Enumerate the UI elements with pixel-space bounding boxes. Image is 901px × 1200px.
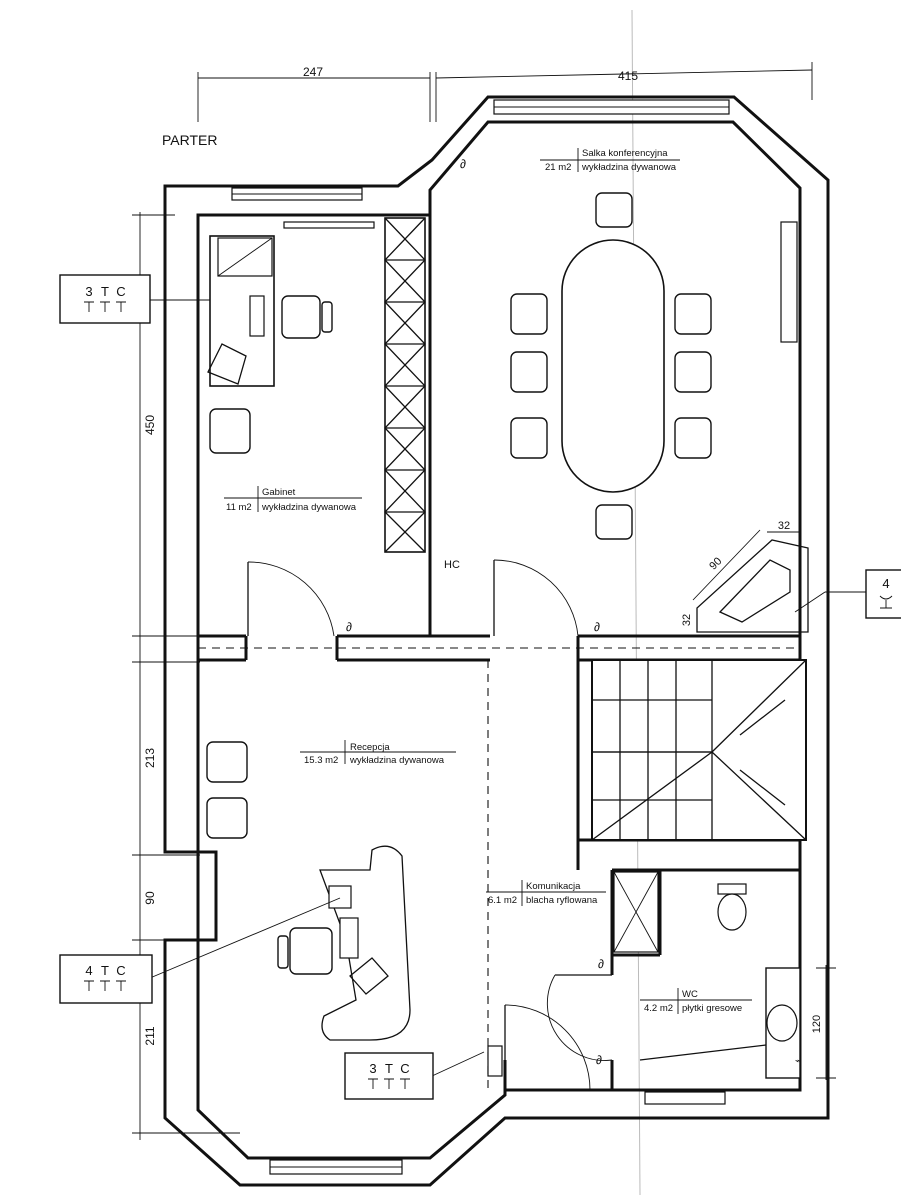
- wc-name: WC: [682, 989, 698, 1000]
- dim-wc-width: 120: [811, 1015, 823, 1033]
- wc-area: 4.2 m2: [644, 1003, 673, 1014]
- office-outlet-t: T: [101, 284, 109, 299]
- reception-lower-outlet-t: T: [385, 1061, 393, 1076]
- conference-floor: wykładzina dywanowa: [581, 162, 677, 173]
- office-name: Gabinet: [262, 487, 296, 498]
- staircase: [591, 659, 807, 841]
- office-outlet-box: 3 T C: [59, 274, 151, 324]
- office-chairs: [209, 295, 333, 454]
- floor-label: PARTER: [162, 132, 218, 148]
- reception-lower-outlet-c: C: [400, 1061, 409, 1076]
- reception-area: 15.3 m2: [304, 755, 338, 766]
- reception-lower-outlet-leader: [431, 1051, 485, 1077]
- office-label: Gabinet 11 m2 wykładzina dywanowa: [224, 486, 362, 513]
- conference-label: Salka konferencyjna 21 m2 wykładzina dyw…: [540, 148, 680, 173]
- reception-outlet-c: C: [116, 963, 125, 978]
- office-desk: [207, 221, 375, 387]
- reception-lower-outlet-count: 3: [369, 1061, 376, 1076]
- light-switch-symbol: HC: [444, 559, 460, 571]
- dim-left-upper: 450: [143, 415, 157, 435]
- entrance-socket-icon: ∂: [596, 1053, 602, 1067]
- entrance-door: [487, 1004, 591, 1091]
- reception-outlet-count: 4: [85, 963, 92, 978]
- office-floor: wykładzina dywanowa: [261, 502, 357, 513]
- dim-left-mid: 213: [143, 748, 157, 768]
- reception-chairs: [206, 741, 248, 839]
- reception-desk: [319, 845, 411, 1041]
- wc-dimension: [816, 965, 836, 1080]
- office-bookshelf: [384, 217, 426, 553]
- reception-floor: wykładzina dywanowa: [349, 755, 445, 766]
- conference-name: Salka konferencyjna: [582, 148, 668, 159]
- conference-door: [493, 559, 579, 637]
- conference-area: 21 m2: [545, 162, 571, 173]
- dim-corner-c: 32: [681, 614, 693, 626]
- office-outlet-c: C: [116, 284, 125, 299]
- conference-socket-icon-2: ∂: [594, 620, 600, 634]
- reception-outlet-box: 4 T C: [59, 954, 153, 1004]
- office-area: 11 m2: [226, 502, 252, 513]
- dim-top-right: 415: [618, 69, 638, 83]
- wc-label: WC 4.2 m2 płytki gresowe: [640, 988, 752, 1014]
- wc-toilet: [717, 883, 747, 931]
- conference-socket-icon: ∂: [460, 157, 466, 171]
- dim-corner-a: 32: [778, 520, 790, 532]
- dim-top-left: 247: [303, 65, 323, 79]
- corridor-area: 6.1 m2: [488, 895, 517, 906]
- conference-outlet-count: 4: [882, 576, 889, 591]
- corridor-socket-icon: ∂: [598, 957, 604, 971]
- dim-left-small: 90: [143, 891, 157, 905]
- wc-floor: płytki gresowe: [682, 1003, 742, 1014]
- wc-door: [546, 974, 613, 1061]
- windows: [231, 99, 798, 1175]
- reception-lower-outlet-box: 3 T C: [344, 1052, 434, 1100]
- reception-outlet-leader: [149, 897, 341, 979]
- paper-fold-line: [631, 9, 641, 1196]
- dim-left-lower: 211: [143, 1026, 157, 1045]
- corridor-floor: blacha ryflowana: [526, 895, 598, 906]
- corridor-label: Komunikacja 6.1 m2 blacha ryflowana: [486, 880, 606, 906]
- conference-corner-sofa: [692, 529, 809, 633]
- conference-chairs: [510, 192, 712, 540]
- reception-name: Recepcja: [350, 742, 390, 753]
- office-outlet-count: 3: [85, 284, 92, 299]
- conference-table: [561, 239, 665, 493]
- top-dimension-lines: [197, 62, 813, 122]
- wc-sink: [639, 967, 801, 1079]
- conference-outlet-box: 4: [865, 569, 901, 619]
- reception-label: Recepcja 15.3 m2 wykładzina dywanowa: [300, 740, 456, 766]
- office-socket-icon: ∂: [346, 620, 352, 634]
- wc-switch-symbol: ⌁: [795, 1056, 801, 1067]
- reception-chair: [277, 927, 333, 975]
- corridor-name: Komunikacja: [526, 881, 581, 892]
- corridor-cabinet: [613, 871, 659, 953]
- office-door: [247, 561, 335, 637]
- reception-outlet-t: T: [101, 963, 109, 978]
- conference-outlet-leader: [794, 591, 826, 613]
